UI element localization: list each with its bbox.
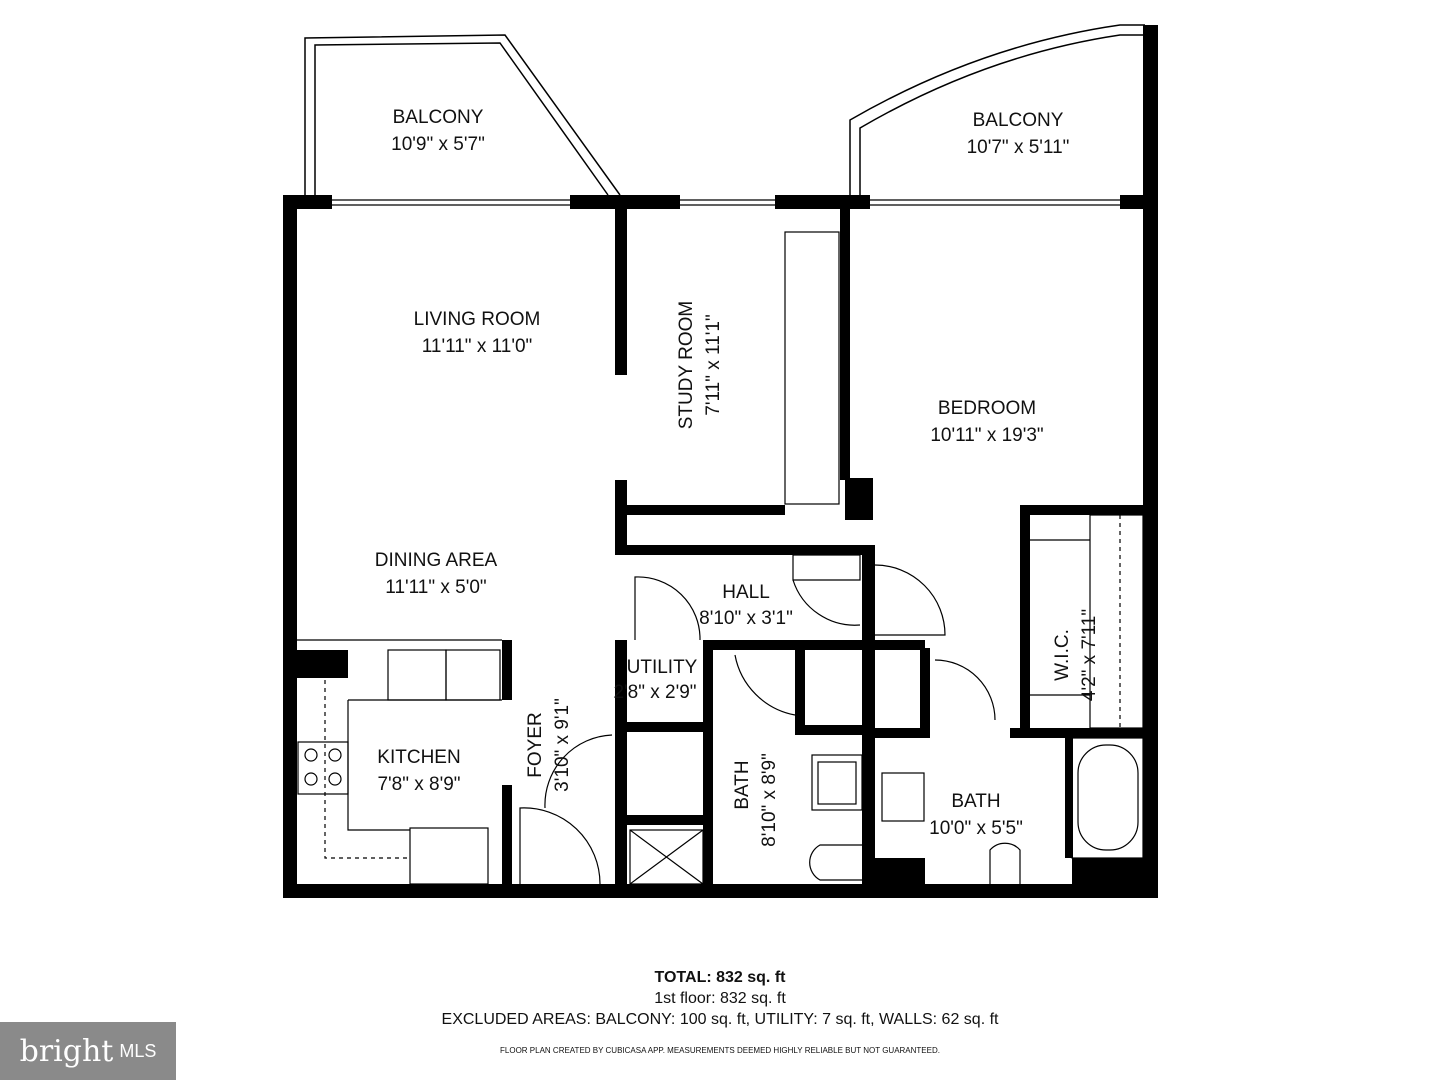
foyer-size: 3'10" x 9'1" xyxy=(552,698,573,792)
room-labels: BALCONY 10'9" x 5'7" BALCONY 10'7" x 5'1… xyxy=(375,107,1100,847)
wic-name: W.I.C. xyxy=(1052,629,1073,681)
fixtures xyxy=(297,199,1144,885)
study-size: 7'11" x 11'1" xyxy=(703,314,724,415)
disclaimer: FLOOR PLAN CREATED BY CUBICASA APP. MEAS… xyxy=(500,1046,940,1055)
bath1-size: 8'10" x 8'9" xyxy=(759,753,780,847)
dining-name: DINING AREA xyxy=(375,550,498,571)
bedroom-size: 10'11" x 19'3" xyxy=(930,425,1043,446)
logo-brand: bright xyxy=(19,1033,114,1069)
balcony-left-name: BALCONY xyxy=(393,107,484,128)
kitchen-size: 7'8" x 8'9" xyxy=(377,774,460,795)
foyer-name: FOYER xyxy=(525,712,546,777)
balcony-right-name: BALCONY xyxy=(973,110,1064,131)
excluded-areas: EXCLUDED AREAS: BALCONY: 100 sq. ft, UTI… xyxy=(441,1011,999,1028)
utility-size: 2'8" x 2'9" xyxy=(613,682,696,703)
hall-size: 8'10" x 3'1" xyxy=(699,608,793,629)
balcony-right-size: 10'7" x 5'11" xyxy=(967,137,1070,158)
floor-area: 1st floor: 832 sq. ft xyxy=(654,990,786,1007)
bedroom-name: BEDROOM xyxy=(938,398,1036,419)
hall-name: HALL xyxy=(722,582,770,603)
bath2-size: 10'0" x 5'5" xyxy=(929,818,1023,839)
study-name: STUDY ROOM xyxy=(676,301,697,429)
walls xyxy=(283,25,1158,898)
balcony-left-size: 10'9" x 5'7" xyxy=(391,134,485,155)
bright-mls-logo: bright MLS xyxy=(0,1022,176,1080)
utility-name: UTILITY xyxy=(627,657,698,678)
wic-size: 4'2" x 7'11" xyxy=(1079,609,1100,701)
balconies xyxy=(304,24,1145,196)
living-name: LIVING ROOM xyxy=(414,309,541,330)
bath1-name: BATH xyxy=(732,760,753,809)
bath2-name: BATH xyxy=(951,791,1000,812)
dining-size: 11'11" x 5'0" xyxy=(385,577,486,598)
total-area: TOTAL: 832 sq. ft xyxy=(654,969,786,986)
kitchen-name: KITCHEN xyxy=(377,747,460,768)
logo-suffix: MLS xyxy=(119,1040,157,1061)
living-size: 11'11" x 11'0" xyxy=(422,336,533,357)
